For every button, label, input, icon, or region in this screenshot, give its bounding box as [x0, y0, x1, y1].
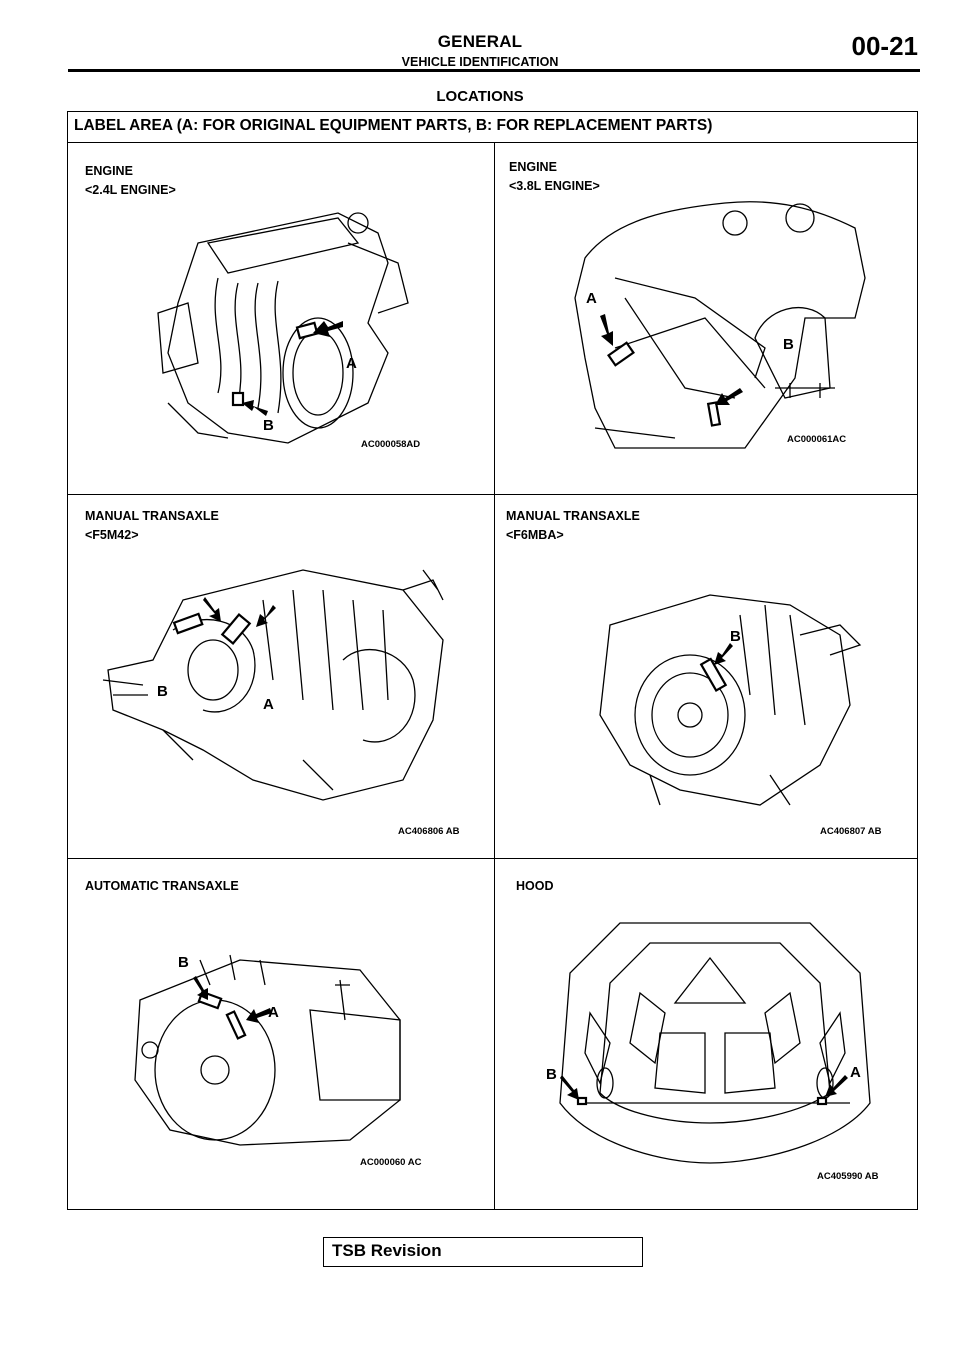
hood-illustration [559, 922, 871, 1164]
figure-code: AC000061AC [787, 434, 847, 445]
cell-subcaption: <F5M42> [85, 528, 139, 542]
figure-code-f5m42: AC406806 AB [398, 826, 460, 837]
figure-code: AC000058AD [361, 439, 421, 450]
label-b-marker: B [263, 417, 274, 434]
cell-engine-24l: ENGINE <2.4L ENGINE> A B AC000058AD [68, 143, 494, 494]
header-title: GENERAL [437, 32, 523, 51]
row-divider [68, 494, 917, 495]
cell-caption: ENGINE [509, 160, 557, 174]
label-a-marker-hood: A [850, 1064, 861, 1081]
figure-code-f6mba: AC406807 AB [820, 826, 882, 837]
figure-code-hood: AC405990 AB [817, 1171, 879, 1182]
f5m42-illustration [102, 569, 444, 801]
cell-caption-hood: HOOD [516, 879, 554, 893]
figure-code-automatic: AC000060 AC [360, 1157, 422, 1168]
engine-24l-illustration [157, 212, 409, 444]
engine-38l-illustration [574, 201, 866, 449]
header-rule [68, 69, 920, 72]
label-a-marker: A [346, 355, 357, 372]
label-a-marker: A [263, 696, 274, 713]
label-a-marker-automatic: A [268, 1004, 279, 1021]
column-divider [494, 143, 495, 1209]
cell-caption-f6mba: MANUAL TRANSAXLE [506, 509, 640, 523]
cell-subcaption-f6mba: <F6MBA> [506, 528, 564, 542]
label-area-table: LABEL AREA (A: FOR ORIGINAL EQUIPMENT PA… [67, 111, 918, 1210]
cell-subcaption: <3.8L ENGINE> [509, 179, 600, 193]
label-a-marker: A [586, 290, 597, 307]
cell-caption-automatic: AUTOMATIC TRANSAXLE [85, 879, 239, 893]
cell-subcaption: <2.4L ENGINE> [85, 183, 176, 197]
label-b-marker-f6mba: B [730, 628, 741, 645]
label-b-marker-hood: B [546, 1066, 557, 1083]
label-b-marker: B [783, 336, 794, 353]
section-title: LOCATIONS [436, 88, 524, 105]
table-heading: LABEL AREA (A: FOR ORIGINAL EQUIPMENT PA… [68, 112, 917, 143]
label-b-marker: B [157, 683, 168, 700]
f6mba-illustration [599, 594, 862, 806]
label-b-marker-automatic: B [178, 954, 189, 971]
row-divider [68, 858, 917, 859]
tsb-revision-box: TSB Revision [323, 1237, 643, 1267]
automatic-transaxle-illustration [134, 954, 401, 1146]
cell-caption: MANUAL TRANSAXLE [85, 509, 219, 523]
page-number: 00-21 [851, 31, 919, 61]
cell-caption: ENGINE [85, 164, 133, 178]
cell-manual-transaxle-f5m42: MANUAL TRANSAXLE <F5M42> B A [68, 495, 494, 858]
header-subtitle: VEHICLE IDENTIFICATION [401, 55, 559, 69]
cell-engine-38l: ENGINE <3.8L ENGINE> A B AC000061AC [495, 143, 919, 494]
